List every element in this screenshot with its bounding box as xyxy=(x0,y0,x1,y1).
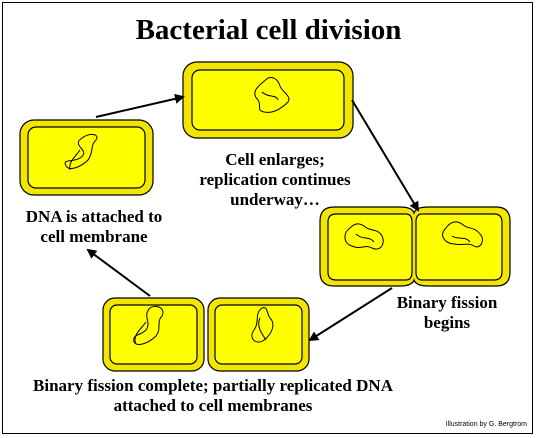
label-fission-complete: Binary fission complete; partially repli… xyxy=(33,376,393,415)
illustration-credit: Illustration by G. Bergtrom xyxy=(445,421,527,428)
cell-dna-attached xyxy=(19,119,154,196)
daughter-cell-right xyxy=(207,297,310,372)
cell-fission-begins xyxy=(319,206,511,287)
arrow-icon xyxy=(308,287,393,342)
dna-strand-icon xyxy=(254,77,290,113)
diagram-title: Bacterial cell division xyxy=(135,14,402,46)
daughter-cell-left xyxy=(102,297,205,372)
frame-border xyxy=(2,2,533,434)
dna-strand-icon xyxy=(64,133,98,171)
cell-enlarging xyxy=(182,61,354,139)
arrow-icon xyxy=(351,99,420,212)
label-cell-enlarges: Cell enlarges; replication continues und… xyxy=(199,150,351,209)
arrow-icon xyxy=(86,248,151,297)
dna-strand-icon xyxy=(344,223,384,250)
label-fission-begins: Binary fission begins xyxy=(396,293,498,332)
label-dna-attached: DNA is attached to cell membrane xyxy=(25,207,163,246)
dna-strand-icon xyxy=(442,221,483,248)
arrow-icon xyxy=(95,93,185,118)
dna-strand-icon xyxy=(251,307,274,343)
dna-strand-icon xyxy=(133,305,164,345)
